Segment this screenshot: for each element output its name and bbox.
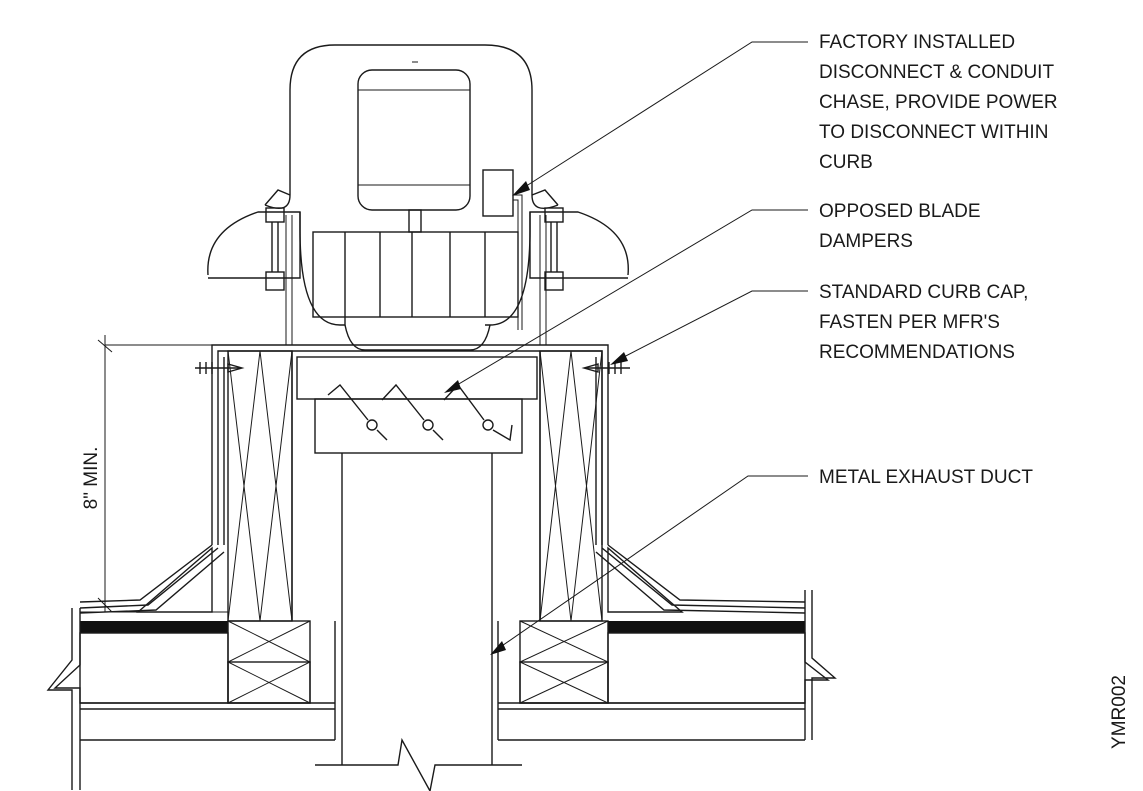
drawing-id: YMR002: [1109, 675, 1130, 749]
callout-line: DISCONNECT & CONDUIT: [819, 62, 1054, 83]
leader-disconnect: [512, 41, 808, 196]
curb-nailers: [227, 350, 603, 622]
leader-duct: [490, 475, 808, 655]
callout-line: FASTEN PER MFR'S: [819, 312, 1000, 333]
leader-curb-cap: [610, 290, 808, 365]
callout-curb-cap: STANDARD CURB CAP, FASTEN PER MFR'S RECO…: [819, 282, 1028, 363]
callout-line: RECOMMENDATIONS: [819, 342, 1015, 363]
callout-line: METAL EXHAUST DUCT: [819, 467, 1033, 488]
deck-nailer-right: [518, 620, 610, 704]
leader-dampers: [444, 209, 808, 393]
callout-line: OPPOSED BLADE: [819, 201, 981, 222]
damper-blade: [443, 383, 513, 442]
callout-line: CHASE, PROVIDE POWER: [819, 92, 1058, 113]
right-support-bolt: [544, 207, 564, 291]
left-support-bolt: [265, 207, 285, 291]
dimension-8-min: 8" MIN.: [81, 335, 212, 613]
dimension-label: 8" MIN.: [81, 447, 102, 510]
motor: [357, 69, 471, 211]
callout-line: FACTORY INSTALLED: [819, 32, 1015, 53]
callout-line: TO DISCONNECT WITHIN: [819, 122, 1048, 143]
callout-duct: METAL EXHAUST DUCT: [819, 467, 1033, 488]
curb-cap: [79, 344, 806, 614]
callout-line: STANDARD CURB CAP,: [819, 282, 1028, 303]
fan-wheel: [312, 231, 519, 318]
disconnect-box: [482, 169, 514, 217]
damper-assembly: [296, 356, 538, 454]
callout-line: DAMPERS: [819, 231, 913, 252]
fan-housing: [207, 44, 629, 351]
callout-line: CURB: [819, 152, 873, 173]
exhaust-duct: [315, 453, 522, 791]
damper-blade: [381, 383, 444, 441]
deck-nailer-left: [226, 620, 312, 704]
callout-disconnect: FACTORY INSTALLED DISCONNECT & CONDUIT C…: [819, 32, 1058, 173]
callout-dampers: OPPOSED BLADE DAMPERS: [819, 201, 981, 252]
damper-blade: [327, 384, 388, 441]
right-fastener: [581, 362, 630, 374]
roof-assembly: [46, 546, 837, 790]
